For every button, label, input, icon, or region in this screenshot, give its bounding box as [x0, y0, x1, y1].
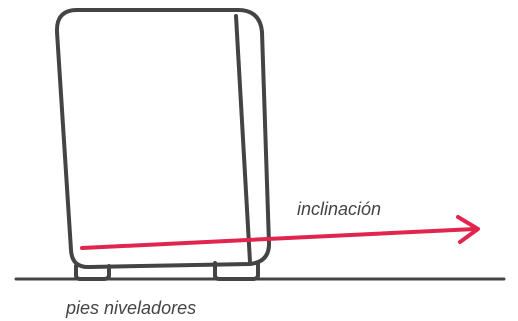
appliance-door-edge [234, 14, 252, 264]
tilt-arrow-icon [80, 215, 480, 250]
tilt-label: inclinación [297, 199, 382, 219]
right-leveling-foot [213, 261, 260, 281]
tilt-arrow-head [456, 215, 480, 244]
tilt-arrow-line [80, 227, 477, 250]
leveling-feet-label: pies niveladores [66, 298, 197, 318]
appliance-body [54, 8, 271, 270]
left-leveling-foot [74, 264, 111, 281]
